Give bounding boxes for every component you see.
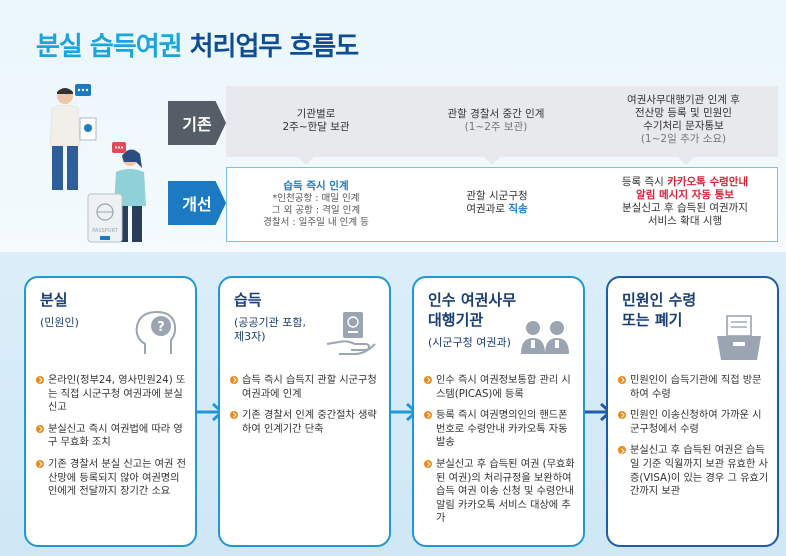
card-loss-item-text: 분실신고 즉시 여권법에 따라 영구 무효화 조치 xyxy=(48,423,183,449)
current-pointer-1 xyxy=(298,157,314,165)
improved-col2-line1: 관할 시군구청 xyxy=(466,190,528,202)
current-col3: 여권사무대행기관 인계 후 전산망 등록 및 민원인 수기처리 문자통보 (1~… xyxy=(596,94,771,146)
card-loss-list: 온라인(정부24, 영사민원24) 또는 직접 시군구청 여권과에 분실신고 분… xyxy=(36,374,187,507)
improved-process-row: 습득 즉시 인계 *인천공항 : 매일 인계 그 외 공항 : 격일 인계 경찰… xyxy=(226,167,778,242)
check-bullet-icon xyxy=(618,446,626,455)
card-loss-title: 분실 xyxy=(40,291,68,309)
improved-col1-l1: *인천공항 : 매일 인계 xyxy=(272,193,360,204)
hand-passport-icon xyxy=(326,312,376,355)
improved-col2: 관할 시군구청 여권과로 직송 xyxy=(412,190,582,216)
improved-col3-line1b: 카카오톡 수령안내 xyxy=(667,176,749,188)
current-col3-line4: (1~2일 추가 소요) xyxy=(640,133,727,145)
list-item: 인수 즉시 여권정보통합 관리 시스템(PICAS)에 등록 xyxy=(424,374,575,401)
card-agency-item-text: 인수 즉시 여권정보통합 관리 시스템(PICAS)에 등록 xyxy=(436,375,571,400)
card-receive-title1: 민원인 수령 xyxy=(622,291,697,309)
card-found-sub2: 제3자) xyxy=(234,330,266,343)
document-box-icon xyxy=(717,315,761,360)
current-col2-line1: 관할 경찰서 중간 인계 xyxy=(447,108,545,120)
improved-col3: 등록 즉시 카카오톡 수령안내 알림 메시지 자동 통보 분실신고 후 습득된 … xyxy=(595,176,775,228)
card-loss-item-text: 기존 경찰서 분실 신고는 여권 전산망에 등록되지 않아 여권명의인에게 전달… xyxy=(48,458,187,498)
card-receive-item-text: 민원인이 습득기관에 직접 방문하여 수령 xyxy=(630,375,762,400)
improved-col2-line2a: 여권과로 xyxy=(466,203,509,215)
card-receive-item-text: 분실신고 후 습득된 여권은 습득일 기준 익월까지 보관 유효한 사증(VIS… xyxy=(630,445,769,498)
svg-text:?: ? xyxy=(157,320,165,335)
card-loss-sub: (민원인) xyxy=(40,316,79,329)
title-part2: 처리업무 흐름도 xyxy=(189,32,359,62)
card-loss-item-text: 온라인(정부24, 영사민원24) 또는 직접 시군구청 여권과에 분실신고 xyxy=(48,375,186,414)
current-col3-line3: 수기처리 문자통보 xyxy=(643,120,724,132)
card-receive-item-text: 민원인 이송신청하여 가까운 시군구청에서 수령 xyxy=(630,410,762,435)
list-item: 분실신고 즉시 여권법에 따라 영구 무효화 조치 xyxy=(36,423,187,450)
check-bullet-icon xyxy=(36,424,44,433)
list-item: 온라인(정부24, 영사민원24) 또는 직접 시군구청 여권과에 분실신고 xyxy=(36,374,187,415)
check-bullet-icon xyxy=(424,376,432,384)
list-item: 분실신고 후 습득된 여권은 습득일 기준 익월까지 보관 유효한 사증(VIS… xyxy=(618,444,769,498)
list-item: 등록 즉시 여권명의인의 핸드폰 번호로 수령안내 카카오톡 자동 발송 xyxy=(424,409,575,450)
card-found-item-text: 기존 경찰서 인계 중간절차 생략하여 인계기간 단축 xyxy=(242,410,377,435)
current-process-row: 기관별로 2주~한달 보관 관할 경찰서 중간 인계 (1~2주 보관) 여권사… xyxy=(226,86,778,157)
improved-col2-line2b: 직송 xyxy=(508,203,528,215)
current-col1-line1: 기관별로 xyxy=(296,108,336,120)
card-agency-sub: (시군구청 여권과) xyxy=(428,336,511,349)
check-bullet-icon xyxy=(36,459,44,468)
current-col3-line2: 전산망 등록 및 민원인 xyxy=(635,107,732,119)
current-col3-line1: 여권사무대행기관 인계 후 xyxy=(627,94,740,106)
svg-text:PASSPORT: PASSPORT xyxy=(92,228,119,234)
check-bullet-icon xyxy=(36,376,44,384)
list-item: 민원인 이송신청하여 가까운 시군구청에서 수령 xyxy=(618,409,769,436)
check-bullet-icon xyxy=(230,376,238,384)
list-item: 습득 즉시 습득지 관할 시군구청 여권과에 인계 xyxy=(230,374,381,401)
current-pointer-3 xyxy=(678,157,694,165)
head-question-icon: ? xyxy=(135,310,177,354)
improved-col3-line3: 분실신고 후 습득된 여권까지 xyxy=(622,202,748,214)
check-bullet-icon xyxy=(618,376,626,384)
check-bullet-icon xyxy=(424,411,432,420)
title-part1: 분실 습득여권 xyxy=(36,32,183,62)
card-found-sub1: (공공기관 포함, xyxy=(234,316,307,329)
card-agency-list: 인수 즉시 여권정보통합 관리 시스템(PICAS)에 등록 등록 즉시 여권명… xyxy=(424,374,575,534)
improved-col1-head: 습득 즉시 인계 xyxy=(283,180,349,192)
card-receive-dispose: 민원인 수령 또는 폐기 민원인이 습득기관에 직접 방문하여 수령 민원인 이… xyxy=(606,276,779,547)
card-receive-list: 민원인이 습득기관에 직접 방문하여 수령 민원인 이송신청하여 가까운 시군구… xyxy=(618,374,769,507)
current-col2: 관할 경찰서 중간 인계 (1~2주 보관) xyxy=(411,108,581,134)
card-loss: 분실 (민원인) ? 온라인(정부24, 영사민원24) 또는 직접 시군구청 … xyxy=(24,276,197,547)
row-label-improved: 개선 xyxy=(168,181,226,225)
check-bullet-icon xyxy=(230,411,238,420)
improved-col1: 습득 즉시 인계 *인천공항 : 매일 인계 그 외 공항 : 격일 인계 경찰… xyxy=(231,180,401,229)
card-agency-title2: 대행기관 xyxy=(428,311,484,329)
card-agency-item-text: 등록 즉시 여권명의인의 핸드폰 번호로 수령안내 카카오톡 자동 발송 xyxy=(436,410,568,449)
current-col2-line2: (1~2주 보관) xyxy=(464,121,528,133)
improved-col3-line1a: 등록 즉시 xyxy=(621,176,668,188)
staff-people-icon xyxy=(521,321,569,354)
improved-col3-line4: 서비스 확대 시행 xyxy=(647,215,723,227)
card-found-list: 습득 즉시 습득지 관할 시군구청 여권과에 인계 기존 경찰서 인계 중간절차… xyxy=(230,374,381,444)
improved-col1-l3: 경찰서 : 일주일 내 인계 등 xyxy=(263,217,369,228)
current-pointer-2 xyxy=(484,157,500,165)
list-item: 기존 경찰서 분실 신고는 여권 전산망에 등록되지 않아 여권명의인에게 전달… xyxy=(36,458,187,499)
list-item: 기존 경찰서 인계 중간절차 생략하여 인계기간 단축 xyxy=(230,409,381,436)
card-agency: 인수 여권사무 대행기관 (시군구청 여권과) 인수 즉시 여권정보통합 관리 … xyxy=(412,276,585,547)
list-item: 분실신고 후 습득된 여권 (무효화된 여권)의 처리규정을 보완하여 습득 여… xyxy=(424,458,575,526)
check-bullet-icon xyxy=(424,459,432,468)
improved-col1-l2: 그 외 공항 : 격일 인계 xyxy=(271,205,361,216)
card-agency-title1: 인수 여권사무 xyxy=(428,291,517,309)
improved-col3-line2: 알림 메시지 자동 통보 xyxy=(636,189,734,201)
current-col1-line2: 2주~한달 보관 xyxy=(282,121,350,133)
card-found-title: 습득 xyxy=(234,291,262,309)
check-bullet-icon xyxy=(618,411,626,420)
card-agency-item-text: 분실신고 후 습득된 여권 (무효화된 여권)의 처리규정을 보완하여 습득 여… xyxy=(436,458,575,525)
current-col1: 기관별로 2주~한달 보관 xyxy=(236,108,396,134)
people-passport-illustration: PASSPORT xyxy=(49,84,146,243)
card-found: 습득 (공공기관 포함, 제3자) 습득 즉시 습득지 관할 시군구청 여권과에… xyxy=(218,276,391,547)
card-receive-title2: 또는 폐기 xyxy=(622,311,683,329)
list-item: 민원인이 습득기관에 직접 방문하여 수령 xyxy=(618,374,769,401)
page-title: 분실 습득여권 처리업무 흐름도 xyxy=(36,26,359,63)
row-label-current: 기존 xyxy=(168,101,226,145)
card-found-item-text: 습득 즉시 습득지 관할 시군구청 여권과에 인계 xyxy=(242,375,377,400)
